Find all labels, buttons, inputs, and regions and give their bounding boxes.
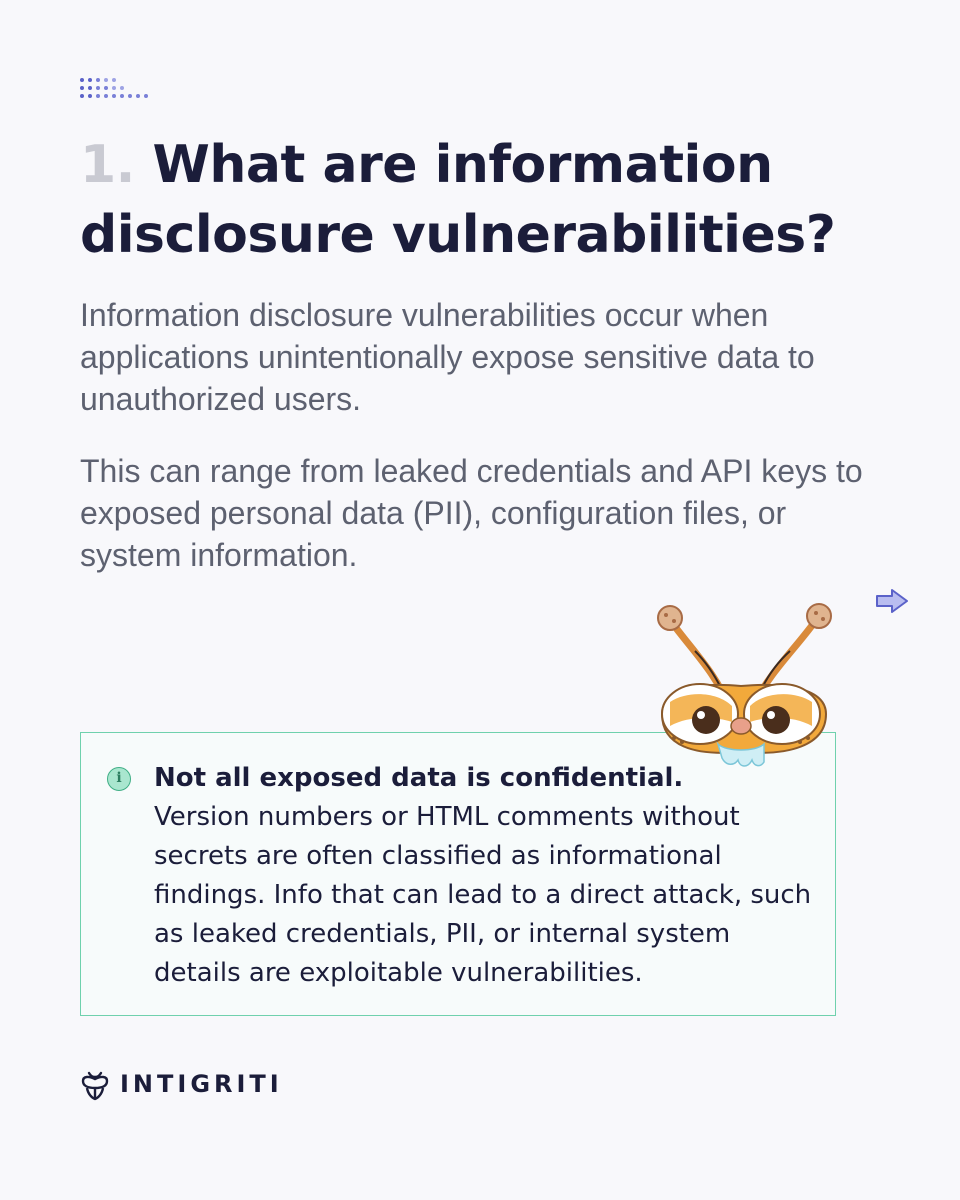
decorative-dot [120,86,124,90]
decorative-dot [104,94,108,98]
decorative-dot [120,94,124,98]
brand-logo: INTIGRITI [80,1066,283,1102]
decorative-dot [112,86,116,90]
examples-paragraph: This can range from leaked credentials a… [80,453,863,573]
brand-name: INTIGRITI [120,1070,283,1098]
decorative-dot [96,86,100,90]
decorative-dot [104,78,108,82]
decorative-dot [88,78,92,82]
decorative-dot [96,78,100,82]
bug-mascot-illustration [657,603,832,767]
callout-body: Version numbers or HTML comments without… [154,802,812,988]
decorative-dot [88,94,92,98]
decorative-dot [96,94,100,98]
bug-logo-icon [81,1071,109,1101]
callout-heading: Not all exposed data is confidential. [154,763,684,793]
title-text: What are information disclosure vulnerab… [80,135,836,265]
decorative-dot [136,94,140,98]
title-number: 1. [80,135,135,195]
decorative-dot [80,78,84,82]
decorative-dot [88,86,92,90]
info-icon: i [107,767,131,791]
intro-paragraph: Information disclosure vulnerabilities o… [80,297,815,417]
decorative-dot [80,86,84,90]
decorative-dot [112,78,116,82]
callout-text: Not all exposed data is confidential. Ve… [154,759,824,993]
page-title: 1. What are information disclosure vulne… [80,130,900,270]
info-callout: i Not all exposed data is confidential. … [80,732,836,1016]
decorative-dot [128,94,132,98]
decorative-dot [80,94,84,98]
decorative-dot [104,86,108,90]
arrow-right-icon[interactable] [874,587,910,615]
decorative-dot [112,94,116,98]
decorative-dot [144,94,148,98]
